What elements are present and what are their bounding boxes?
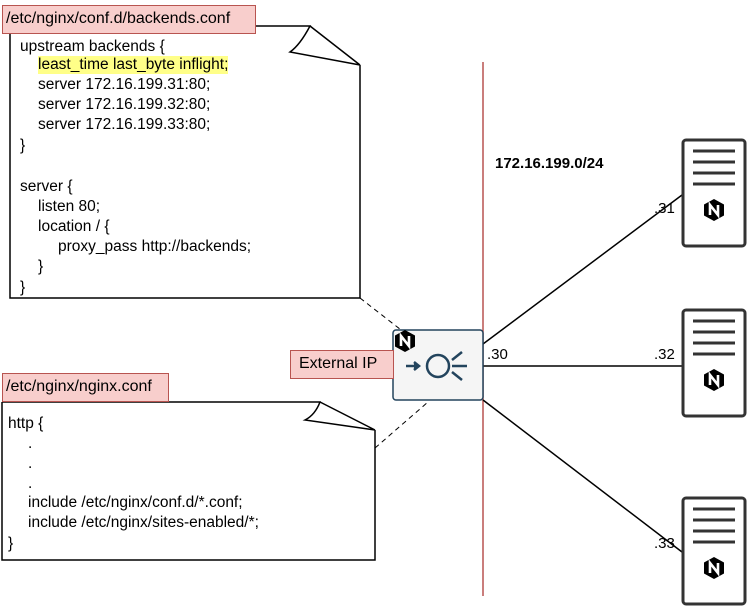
code-line: http {: [8, 415, 44, 432]
code-line: listen 80;: [38, 198, 101, 215]
server-3-ip: .33: [654, 535, 675, 552]
code-line: include /etc/nginx/conf.d/*.conf;: [28, 494, 243, 511]
nginx-logo-icon: [395, 330, 415, 352]
dashed-connector: [359, 297, 406, 334]
external-ip-label: External IP: [290, 350, 394, 379]
server-2-ip: .32: [654, 346, 675, 363]
dashed-connector: [374, 401, 429, 449]
nginx-logo-icon: [704, 369, 724, 391]
code-line: include /etc/nginx/sites-enabled/*;: [28, 514, 259, 531]
nginx-logo-icon: [704, 557, 724, 579]
code-line: .: [28, 475, 33, 492]
code-line: }: [20, 279, 26, 296]
load-balancer[interactable]: [392, 329, 484, 401]
code-line: }: [20, 137, 26, 154]
nginx-note-shape: [1, 401, 376, 561]
link-server-1: [482, 194, 683, 345]
code-line: least_time last_byte inflight;: [38, 56, 229, 74]
link-server-3: [482, 399, 683, 553]
code-line: server 172.16.199.33:80;: [38, 116, 211, 133]
lb-ip-suffix: .30: [487, 346, 508, 363]
server-1-ip: .31: [654, 200, 675, 217]
nginx-logo-icon: [704, 199, 724, 221]
code-line: server 172.16.199.31:80;: [38, 76, 211, 93]
code-line: }: [8, 535, 14, 552]
server-2[interactable]: [681, 308, 747, 418]
subnet-label: 172.16.199.0/24: [495, 155, 604, 172]
code-line: server {: [20, 178, 73, 195]
backends-conf-filename: /etc/nginx/conf.d/backends.conf: [2, 5, 256, 34]
code-line: proxy_pass http://backends;: [58, 238, 252, 255]
code-line: location / {: [38, 218, 110, 235]
code-line: }: [38, 258, 44, 275]
code-line: upstream backends {: [20, 38, 165, 55]
nginx-conf-filename: /etc/nginx/nginx.conf: [2, 373, 169, 402]
server-3[interactable]: [681, 496, 747, 606]
code-line: .: [28, 435, 33, 452]
load-balancer-icon: [406, 351, 467, 381]
code-line: .: [28, 455, 33, 472]
backends-note-shape: [9, 25, 361, 299]
server-1[interactable]: [681, 138, 747, 248]
code-line: server 172.16.199.32:80;: [38, 96, 211, 113]
